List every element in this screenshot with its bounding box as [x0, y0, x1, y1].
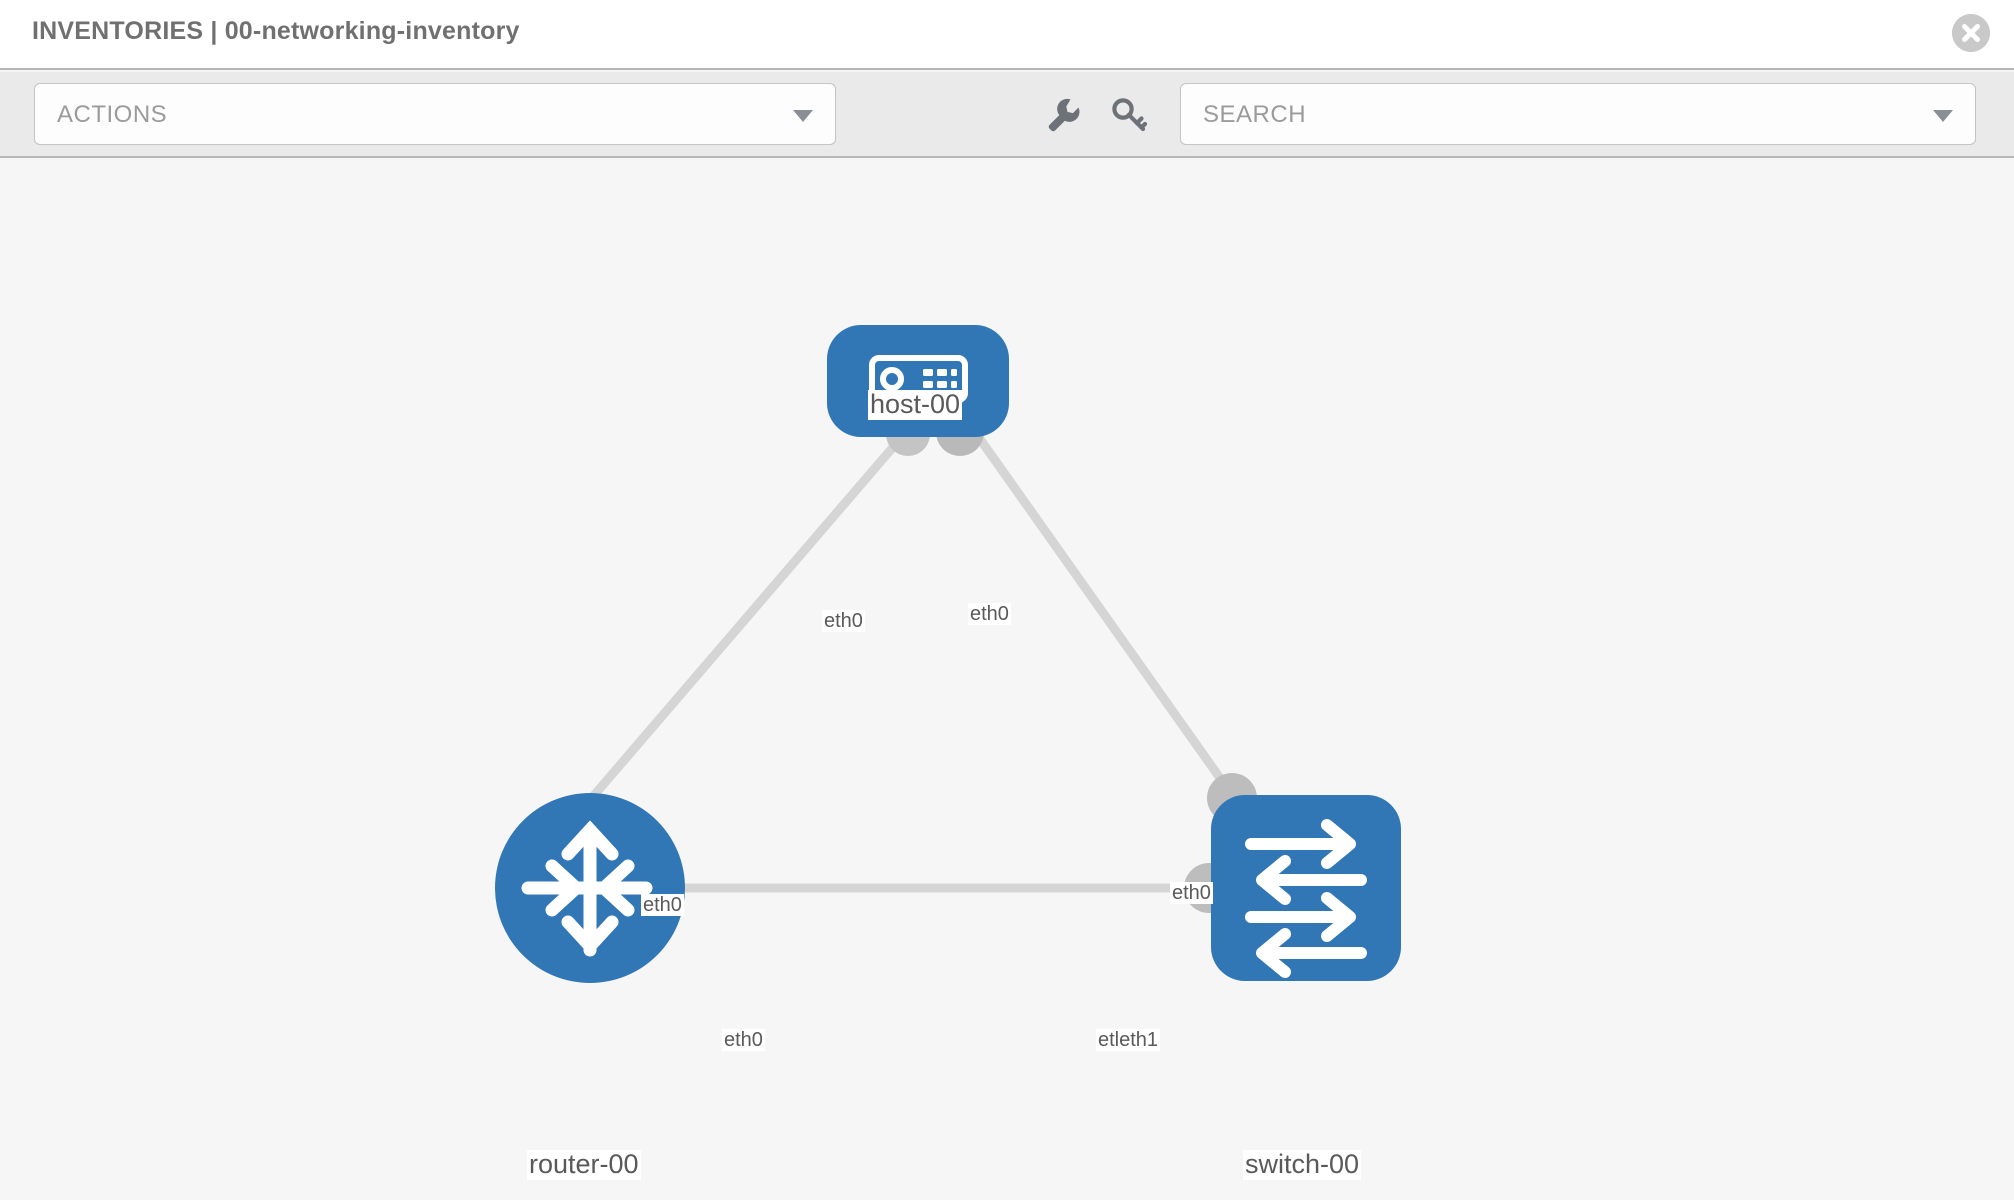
topology-links	[586, 429, 1236, 893]
actions-dropdown-label: ACTIONS	[57, 101, 168, 128]
close-icon[interactable]	[1952, 14, 1990, 52]
toolbar: ACTIONS SEARCH	[0, 72, 2014, 158]
search-placeholder: SEARCH	[1203, 101, 1307, 128]
wrench-icon[interactable]	[1042, 94, 1082, 134]
edge-label-router-east-port: eth0	[722, 1029, 765, 1051]
node-label-switch-00: switch-00	[1243, 1149, 1362, 1180]
node-label-router-00: router-00	[527, 1149, 641, 1180]
node-switch-00	[1211, 795, 1401, 981]
edge-label-router-uplink-port: eth0	[641, 894, 684, 916]
edge-label-switch-uplink-port: eth0	[1170, 882, 1213, 904]
link-host-router	[586, 429, 910, 803]
chevron-down-icon[interactable]	[1933, 110, 1953, 122]
edge-label-host-router-port: eth0	[822, 610, 865, 632]
page-header: INVENTORIES | 00-networking-inventory	[0, 0, 2014, 70]
node-host-00	[827, 325, 1009, 437]
link-host-switch	[971, 429, 1236, 798]
search-input[interactable]: SEARCH	[1180, 83, 1976, 145]
page-title: INVENTORIES | 00-networking-inventory	[32, 17, 520, 45]
chevron-down-icon	[793, 110, 813, 122]
topology-graph	[495, 325, 1401, 983]
actions-dropdown[interactable]: ACTIONS	[34, 83, 836, 145]
key-icon[interactable]	[1110, 94, 1150, 134]
node-router-00	[495, 793, 685, 983]
edge-label-switch-west-port: etleth1	[1096, 1029, 1161, 1051]
topology-ports	[580, 408, 1257, 913]
node-label-host-00: host-00	[868, 389, 963, 420]
edge-label-host-switch-port: eth0	[968, 603, 1011, 625]
topology-canvas[interactable]: host-00 router-00 switch-00 eth0 eth0 et…	[0, 160, 2014, 1200]
